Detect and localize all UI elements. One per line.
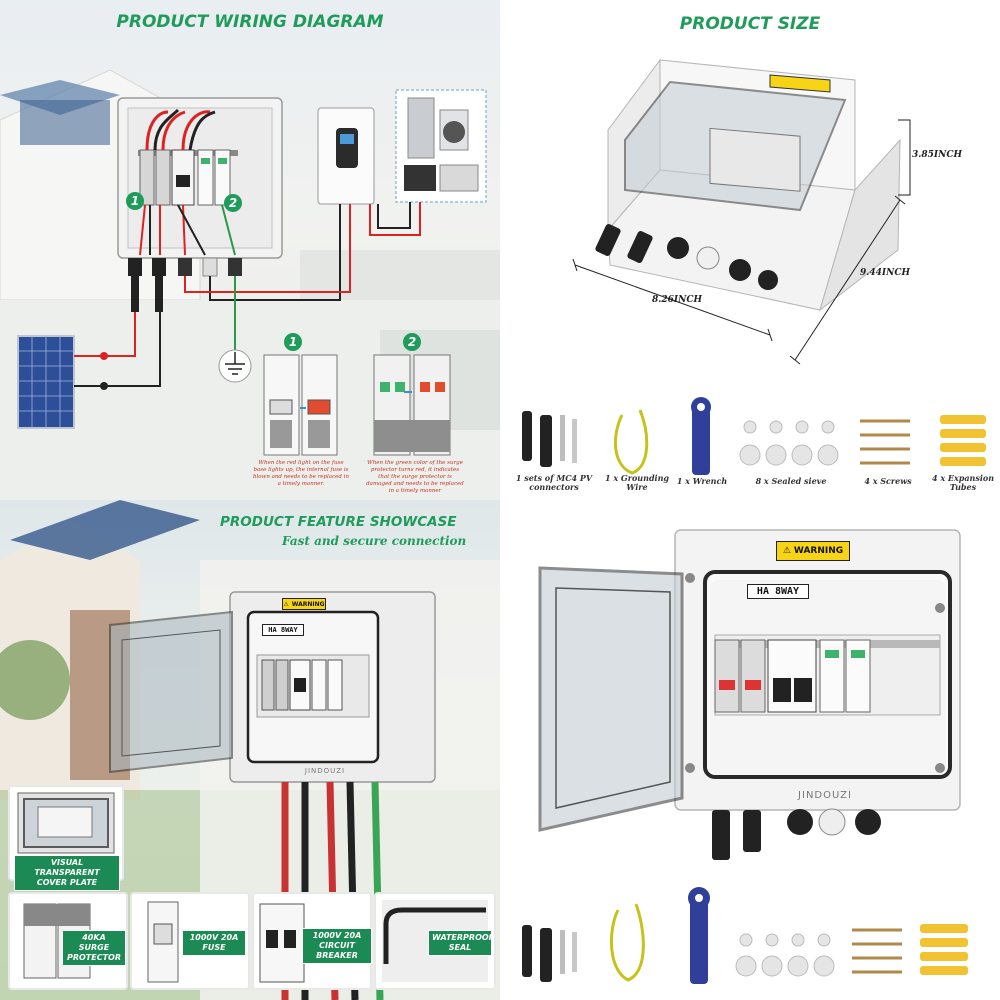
accessory-label: 4 x Screws xyxy=(864,476,912,486)
mc4-connector-icon xyxy=(522,925,532,977)
module-badge-1: 1 xyxy=(126,192,144,210)
cover-plate-image xyxy=(17,792,115,854)
size-box-graphic xyxy=(572,58,911,365)
warning-icon: ⚠ xyxy=(283,600,289,608)
module-badge-2: 2 xyxy=(224,194,242,212)
cover-plate-badge: VISUAL TRANSPARENT COVER PLATE xyxy=(14,855,120,891)
accessory-label: 1 x Grounding Wire xyxy=(605,473,669,492)
feature-warning-label: ⚠WARNING xyxy=(282,598,326,610)
expansion-tube-icon xyxy=(940,415,986,466)
product-size-panel: PRODUCT SIZE 3.85INCH 9.44INCH 8.26INCH xyxy=(500,0,1000,500)
surge-protector-badge: 40KA SURGE PROTECTOR xyxy=(62,930,126,966)
warning-text: WARNING xyxy=(793,546,844,556)
feature-brand: JINDOUZI xyxy=(304,767,346,775)
accessory-label: 1 x Wrench xyxy=(676,476,728,486)
feature-title: PRODUCT FEATURE SHOWCASE xyxy=(220,514,457,530)
accessories-graphic xyxy=(522,397,986,475)
wrench-icon xyxy=(691,397,711,475)
product-photo-panel: ⚠WARNING HA 8WAY JINDOUZI xyxy=(500,500,1000,1000)
breaker-row xyxy=(139,149,231,206)
circuit-breaker-badge: 1000V 20A CIRCUIT BREAKER xyxy=(302,928,372,964)
product-warning-label: ⚠WARNING xyxy=(776,541,850,561)
surge-note: When the green color of the surge protec… xyxy=(366,460,464,494)
product-brand: JINDOUZI xyxy=(798,790,852,801)
accessory-label: 8 x Sealed sieve xyxy=(755,476,827,486)
depth-dimension: 9.44INCH xyxy=(860,268,911,278)
feature-subtitle: Fast and secure connection xyxy=(282,534,467,548)
feature-showcase-panel: PRODUCT FEATURE SHOWCASE Fast and secure… xyxy=(0,500,500,1000)
fuse-badge-label: 1000V 20A FUSE xyxy=(182,930,246,956)
size-title: PRODUCT SIZE xyxy=(679,14,821,34)
wiring-diagram-panel: PRODUCT WIRING DIAGRAM 1 2 1 2 When the … xyxy=(0,0,500,500)
sealed-sieve-icon xyxy=(739,420,839,466)
wiring-diagram-graphic xyxy=(0,69,500,500)
wrench-icon xyxy=(690,892,708,984)
fuse-badge: 1 xyxy=(284,333,302,351)
fuse-note: When the red light on the fuse base ligh… xyxy=(253,460,349,487)
expansion-tube-icon xyxy=(920,924,968,975)
mc4-connector-icon xyxy=(522,411,577,467)
sealed-sieve-icon xyxy=(735,933,835,977)
accessory-label: 4 x Expansion Tubes xyxy=(931,473,995,492)
grounding-wire-icon xyxy=(613,409,649,475)
accessory-label: 1 sets of MC4 PV connectors xyxy=(515,473,593,492)
height-dimension: 3.85INCH xyxy=(912,150,963,160)
product-photo-graphic xyxy=(522,529,968,984)
fuse-image xyxy=(147,901,179,983)
grounding-wire-icon xyxy=(609,903,645,982)
product-model-tag: HA 8WAY xyxy=(747,584,809,599)
width-dimension: 8.26INCH xyxy=(652,295,703,305)
circuit-breaker-image xyxy=(259,903,305,983)
screw-icon xyxy=(860,419,910,465)
surge-badge: 2 xyxy=(403,333,421,351)
screw-icon xyxy=(852,928,902,974)
warning-icon: ⚠ xyxy=(782,546,791,556)
feature-model-tag: HA 8WAY xyxy=(262,624,304,636)
waterproof-seal-badge: WATERPROOF SEAL xyxy=(428,930,494,956)
warning-text: WARNING xyxy=(291,600,325,608)
wiring-title: PRODUCT WIRING DIAGRAM xyxy=(116,12,384,32)
